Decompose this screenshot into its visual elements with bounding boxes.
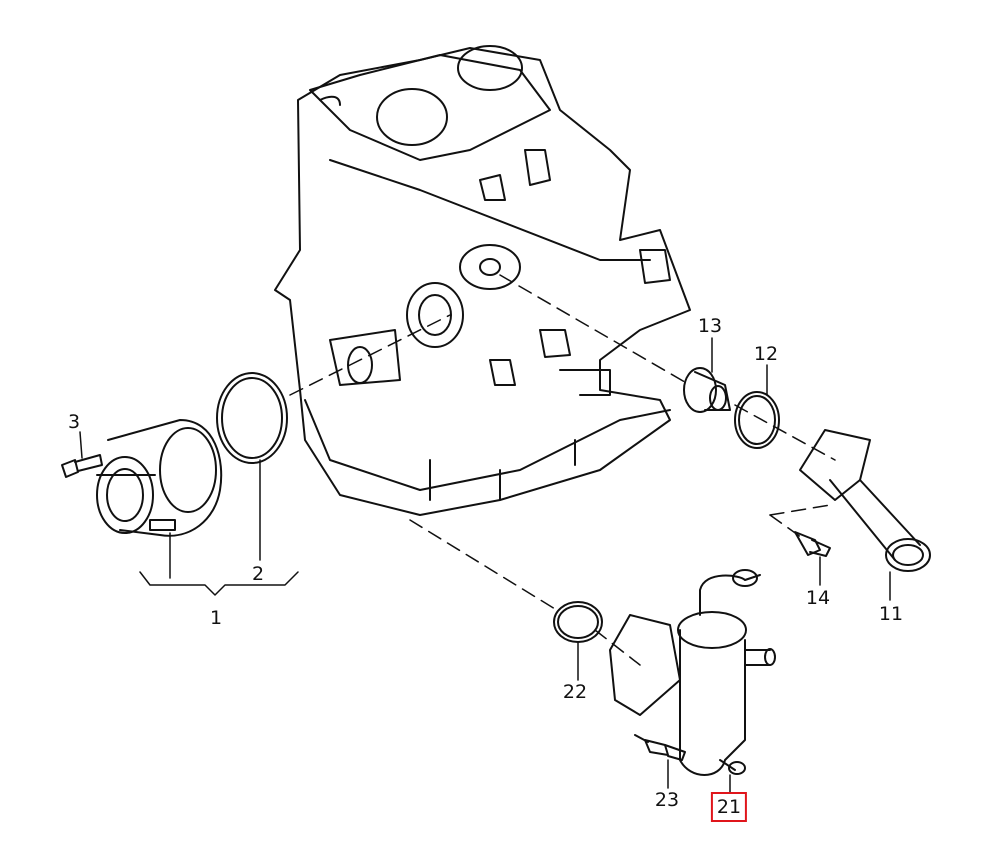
assembly-lines <box>289 274 836 666</box>
o-ring-22 <box>553 601 603 643</box>
water-pump <box>96 419 223 537</box>
label-part-2: 2 <box>251 563 265 585</box>
label-part-14: 14 <box>805 587 831 609</box>
label-part-13: 13 <box>697 315 723 337</box>
label-part-12: 12 <box>753 343 779 365</box>
o-ring-2 <box>216 372 288 464</box>
leader-lines <box>79 337 891 793</box>
thermostat-13 <box>683 367 731 413</box>
bolt-3 <box>61 454 103 478</box>
bolt-14 <box>794 531 831 557</box>
engine-block <box>274 45 691 516</box>
bolt-23 <box>634 734 686 761</box>
thermostat-housing-21 <box>609 569 776 776</box>
label-part-3: 3 <box>67 411 81 433</box>
o-ring-12 <box>734 391 780 449</box>
coolant-flange-11 <box>799 429 931 572</box>
label-part-23: 23 <box>654 789 680 811</box>
label-part-22: 22 <box>562 681 588 703</box>
label-part-11: 11 <box>878 603 904 625</box>
label-part-1: 1 <box>209 607 223 629</box>
label-part-21-highlighted[interactable]: 21 <box>710 792 748 822</box>
